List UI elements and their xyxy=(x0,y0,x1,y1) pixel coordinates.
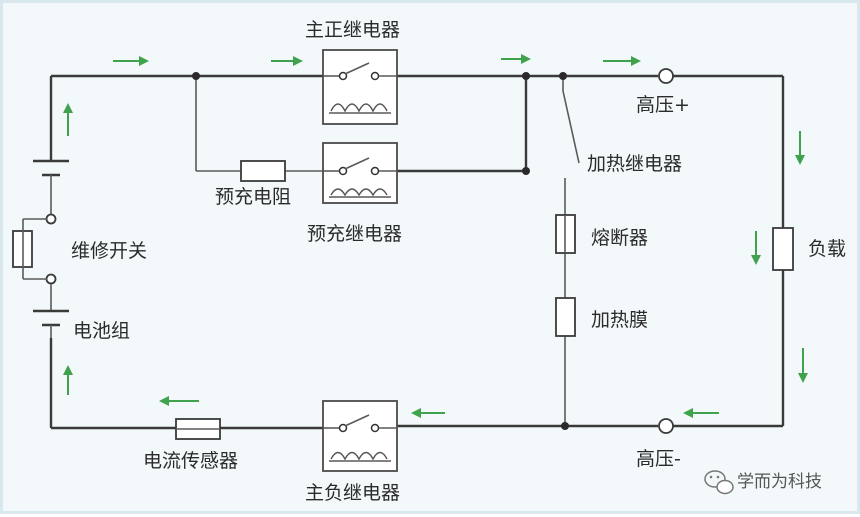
label-main-positive-relay: 主正继电器 xyxy=(305,19,400,41)
label-hv-plus: 高压+ xyxy=(636,94,690,116)
heating-film xyxy=(555,297,576,337)
arrow-down-icon xyxy=(798,348,808,383)
wechat-icon xyxy=(704,470,734,495)
label-precharge-resistor: 预充电阻 xyxy=(215,186,291,208)
precharge-relay xyxy=(322,142,398,204)
hv-minus-terminal xyxy=(658,418,674,434)
label-hv-minus: 高压- xyxy=(636,448,681,470)
label-battery-pack: 电池组 xyxy=(73,320,130,342)
label-main-negative-relay: 主负继电器 xyxy=(305,482,400,504)
arrow-left-icon xyxy=(159,396,199,406)
label-load: 负载 xyxy=(808,238,846,260)
main-positive-relay xyxy=(322,49,398,125)
main-negative-relay xyxy=(322,400,398,472)
junction-node xyxy=(561,422,569,430)
arrow-left-icon xyxy=(683,408,719,418)
wire-heat-switch xyxy=(562,90,580,164)
label-heating-relay: 加热继电器 xyxy=(587,153,682,175)
junction-node xyxy=(192,72,200,80)
arrow-down-icon xyxy=(751,231,761,265)
precharge-resistor xyxy=(240,160,286,182)
battery-upper xyxy=(33,159,69,215)
junction-node xyxy=(522,72,530,80)
arrow-right-icon xyxy=(271,56,303,66)
arrow-up-icon xyxy=(63,103,73,136)
hv-plus-terminal xyxy=(658,68,674,84)
arrow-up-icon xyxy=(63,365,73,395)
load xyxy=(772,227,794,271)
arrow-down-icon xyxy=(795,131,805,165)
label-fuse: 熔断器 xyxy=(591,227,648,249)
label-precharge-relay: 预充继电器 xyxy=(307,223,402,245)
arrow-left-icon xyxy=(411,408,445,418)
junction-node xyxy=(522,167,530,175)
junction-node xyxy=(559,72,567,80)
label-heating-film: 加热膜 xyxy=(591,309,648,331)
service-switch xyxy=(12,213,57,311)
label-current-sensor: 电流传感器 xyxy=(143,450,238,472)
arrow-right-icon xyxy=(501,54,531,64)
watermark-text: 学而为科技 xyxy=(737,472,822,492)
arrow-right-icon xyxy=(113,56,149,66)
arrow-right-icon xyxy=(603,56,641,66)
circuit-svg: 主正继电器 预充电阻 预充继电器 加热继电器 高压+ 熔断器 加热膜 负载 维修… xyxy=(12,19,846,504)
battery-lower xyxy=(33,309,69,338)
label-service-switch: 维修开关 xyxy=(71,240,147,262)
